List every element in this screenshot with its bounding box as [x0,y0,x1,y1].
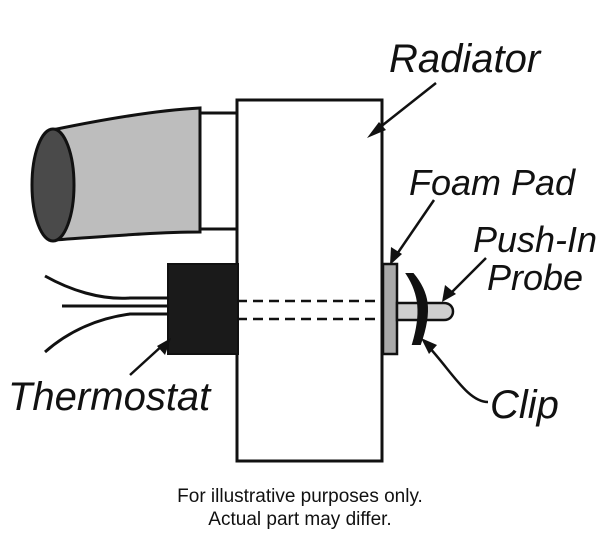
disclaimer-line-2: Actual part may differ. [208,509,392,530]
thermostat-wires [44,274,170,354]
label-foam-pad: Foam Pad [409,162,576,203]
clip [405,273,428,345]
hose-body [50,106,202,242]
label-thermostat: Thermostat [8,375,212,419]
radiator-block [235,98,384,463]
label-clip: Clip [490,383,559,427]
probe-through-radiator [237,299,383,321]
hose-opening [30,127,76,243]
hose [30,106,242,243]
disclaimer-line-1: For illustrative purposes only. [177,486,423,507]
hose-collar [196,111,242,231]
foam-pad [381,262,399,356]
label-radiator: Radiator [389,37,542,81]
label-push-in: Push-In [473,219,597,260]
thermostat-body [167,263,239,355]
leader-lines [129,82,489,404]
label-probe: Probe [487,257,583,298]
